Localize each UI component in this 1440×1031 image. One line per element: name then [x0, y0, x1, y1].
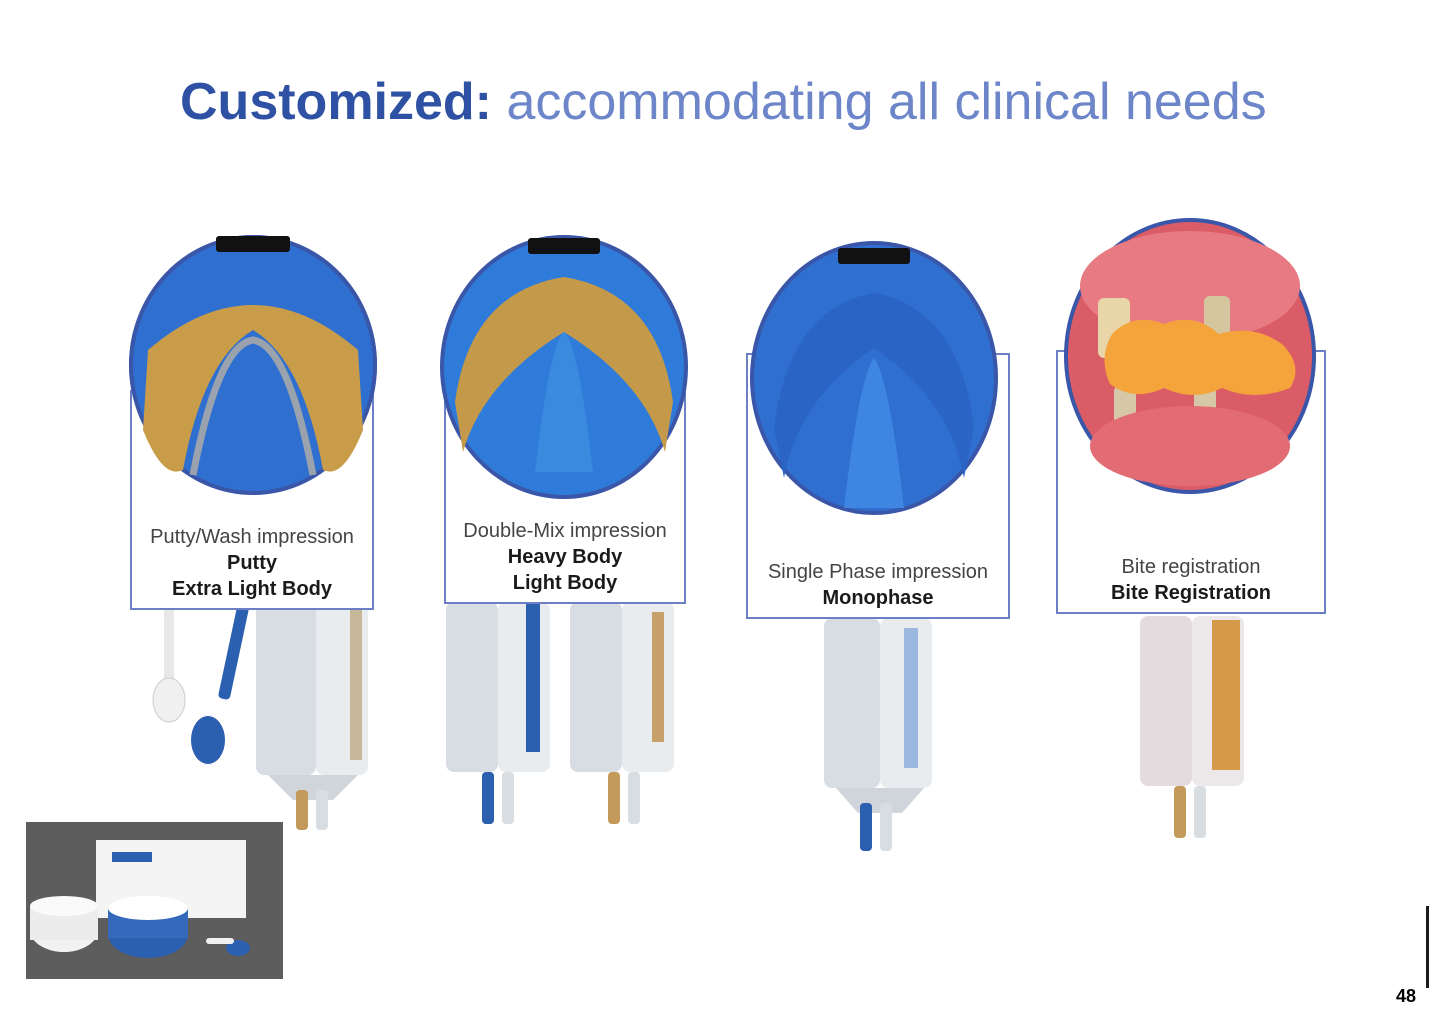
- panel-double-mix: Double-Mix impression Heavy Body Light B…: [440, 232, 700, 842]
- panel-bite: Bite registration Bite Registration: [1054, 216, 1334, 856]
- panel-single-phase: Single Phase impression Monophase: [744, 238, 1014, 858]
- monophase-impression-photo: [750, 241, 998, 515]
- caption-line2: Putty: [227, 552, 277, 574]
- caption-line2: Heavy Body: [507, 546, 623, 568]
- caption-line2: Bite Registration: [1110, 582, 1272, 604]
- putty-kit-product-photo: [26, 822, 283, 979]
- kit-icon: [30, 840, 250, 958]
- caption-line1: Double-Mix impression: [463, 520, 667, 542]
- caption-line3: Extra Light Body: [171, 578, 332, 600]
- double-mix-impression-photo: [440, 235, 688, 499]
- cartridge-icon: [1140, 616, 1244, 838]
- caption-line2: Monophase: [822, 587, 934, 609]
- caption-line1: Putty/Wash impression: [150, 526, 354, 548]
- slide-title: Customized: accommodating all clinical n…: [180, 72, 1267, 132]
- bite-registration-photo: [1064, 218, 1316, 494]
- page-number-bar: [1426, 906, 1429, 988]
- panel-putty-wash: Putty/Wash impression Putty Extra Light …: [128, 230, 388, 840]
- caption-line1: Single Phase impression: [767, 561, 989, 583]
- two-cartridges-icon: [446, 602, 674, 824]
- title-rest: accommodating all clinical needs: [492, 73, 1267, 131]
- caption-line1: Bite registration: [1121, 556, 1261, 578]
- cartridge-icon: [824, 618, 932, 851]
- page-number: 48: [1396, 986, 1417, 1006]
- caption-line3: Light Body: [512, 572, 618, 594]
- title-strong: Customized:: [180, 73, 492, 131]
